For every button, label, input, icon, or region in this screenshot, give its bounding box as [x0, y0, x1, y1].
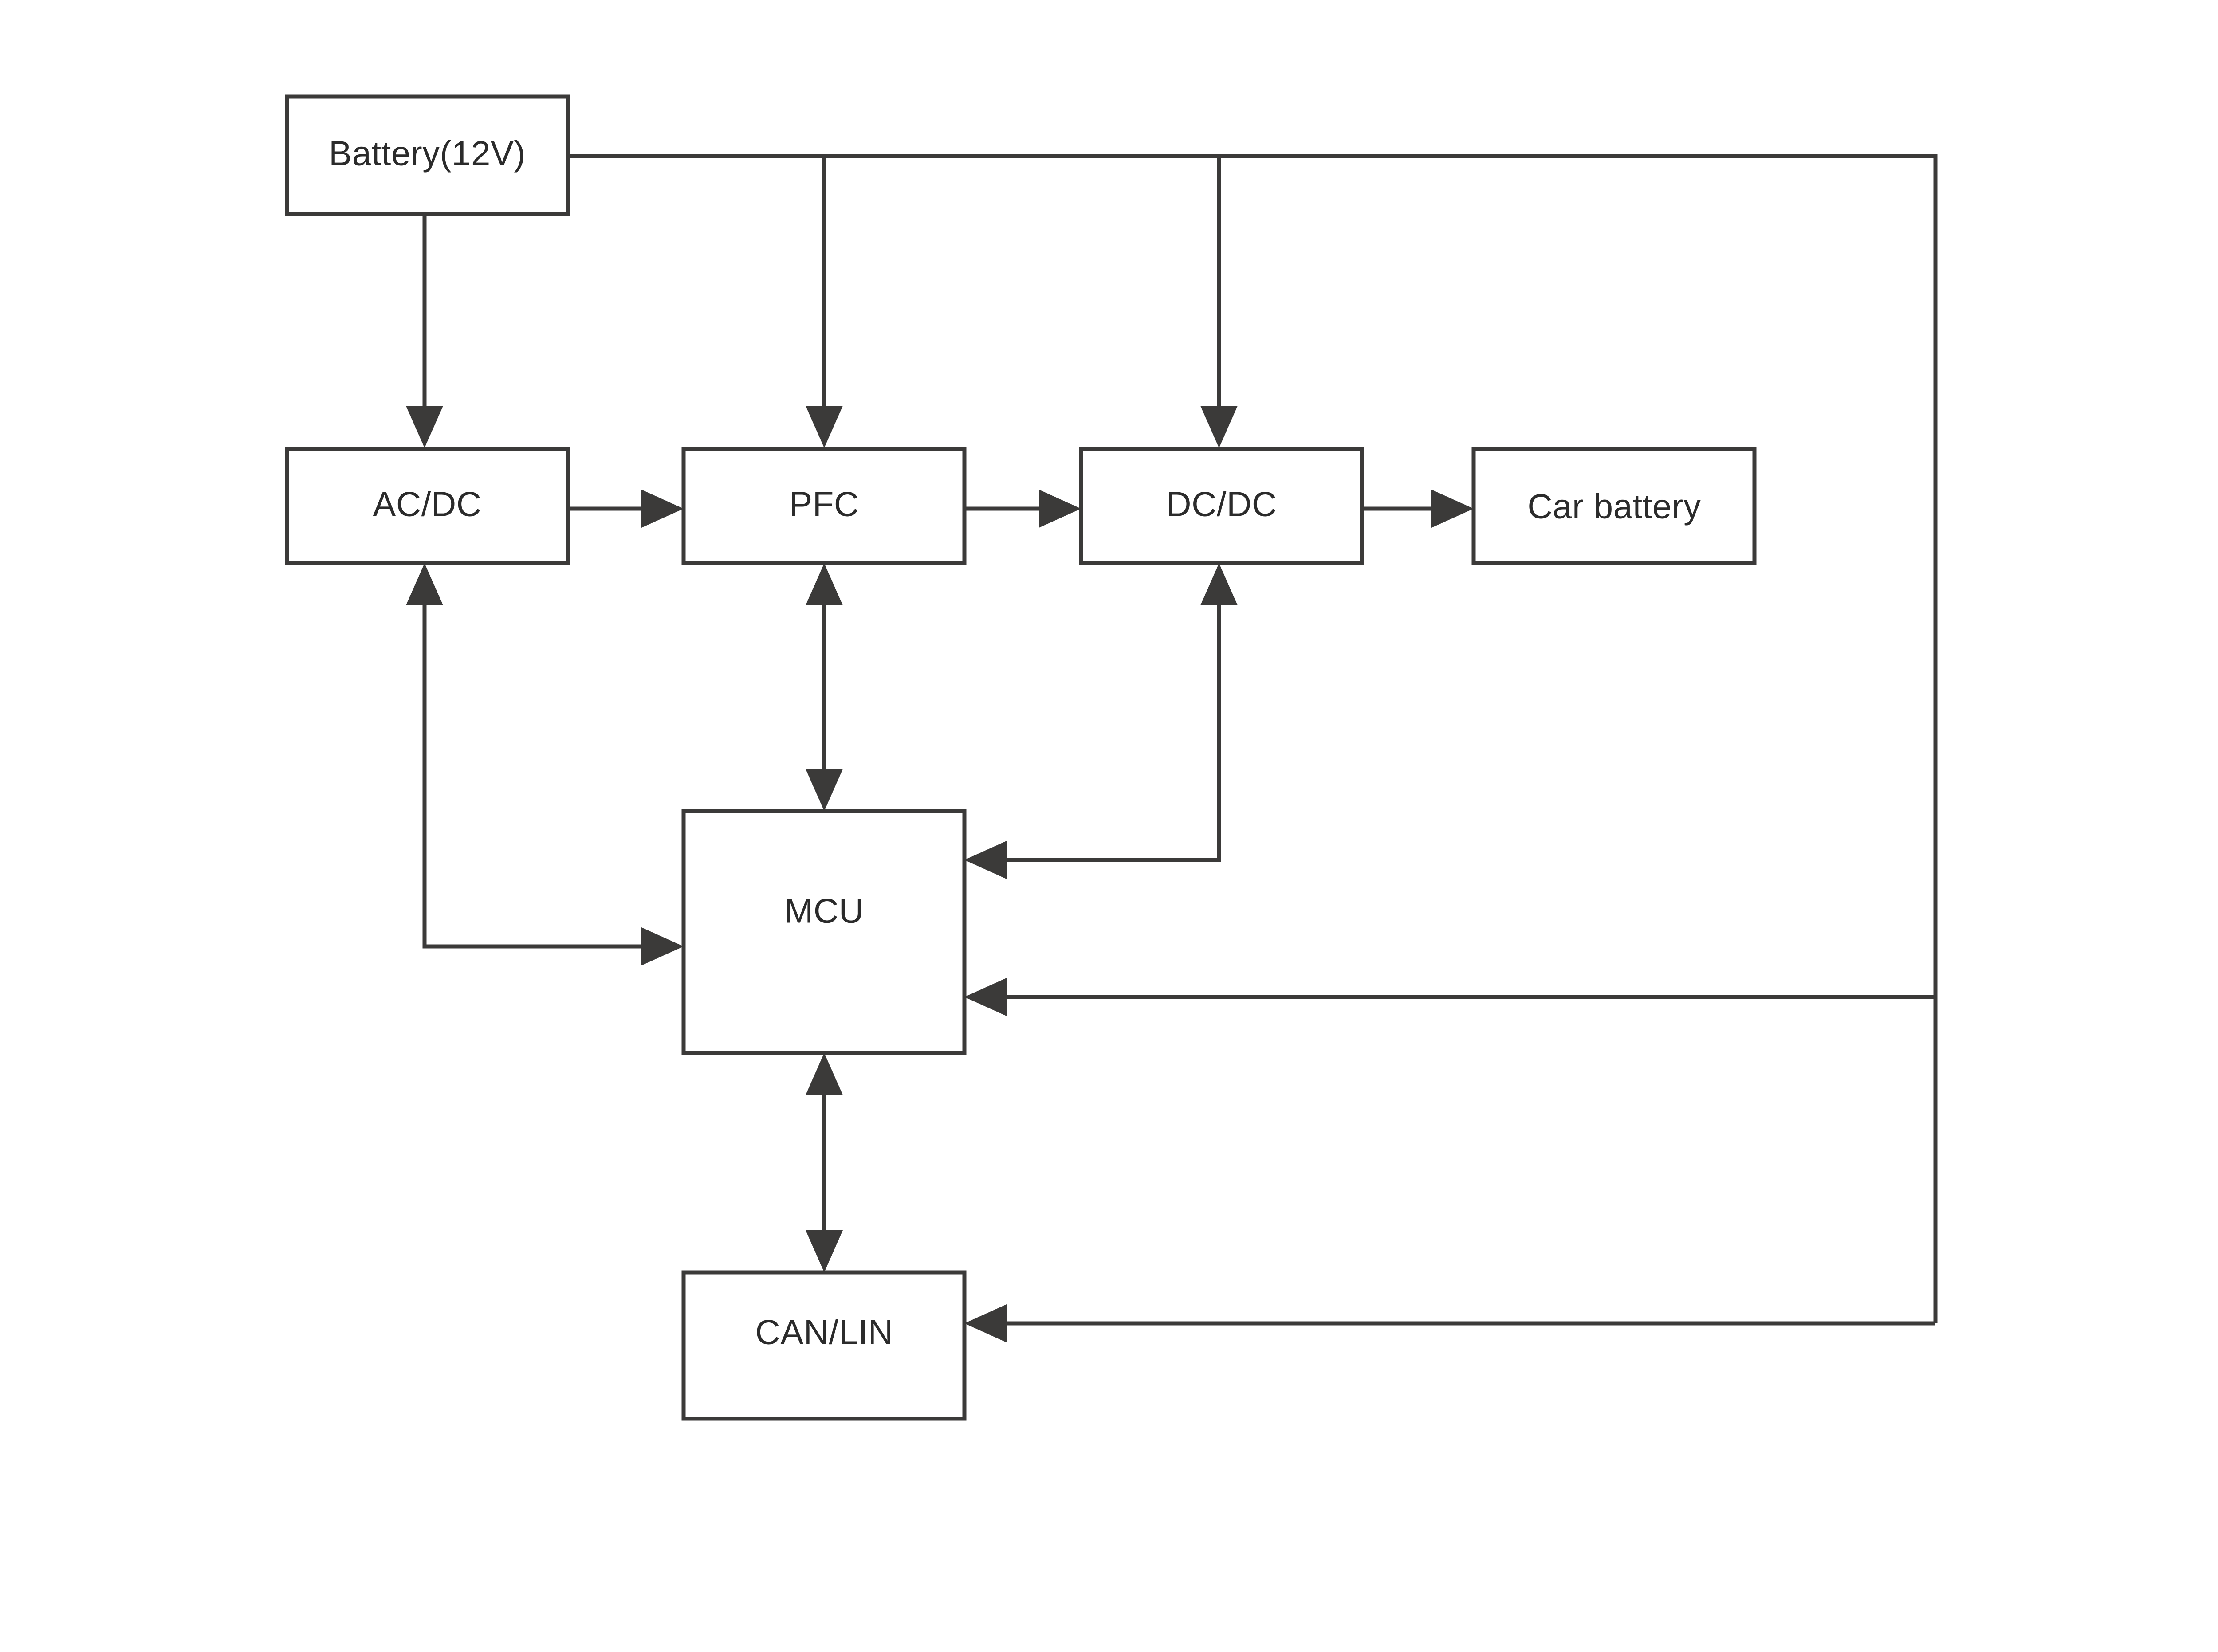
arrowhead-battery-to-pfc: [806, 406, 843, 448]
arrowhead-right-rail-to-canlin: [964, 1304, 1007, 1342]
arrowhead-mcu-to-acdc: [406, 563, 443, 605]
arrowhead-mcu-to-dcdc-up: [1200, 563, 1238, 605]
node-mcu-label: MCU: [784, 891, 864, 930]
node-mcu-box[interactable]: [681, 809, 967, 1055]
node-dcdc[interactable]: DC/DC: [1079, 447, 1364, 565]
edge-battery-bus-right-rail: [568, 154, 1938, 1323]
node-pfc-label: PFC: [789, 485, 859, 524]
arrowhead-battery-to-acdc: [406, 406, 443, 448]
arrowhead-mcu-to-pfc-up: [806, 563, 843, 605]
node-dcdc-label: DC/DC: [1166, 485, 1277, 524]
node-acdc-box[interactable]: [285, 447, 570, 565]
node-battery-box[interactable]: [285, 94, 570, 216]
node-car-battery-label: Car battery: [1527, 487, 1701, 526]
node-mcu[interactable]: MCU: [681, 809, 967, 1055]
node-canlin-label: CAN/LIN: [755, 1313, 893, 1352]
arrowhead-mcu-to-canlin-down: [806, 1230, 843, 1272]
node-canlin[interactable]: CAN/LIN: [681, 1270, 967, 1421]
arrowhead-acdc-to-pfc: [641, 490, 684, 528]
arrowhead-right-rail-to-mcu: [964, 978, 1007, 1016]
arrowhead-dcdc-to-car-battery: [1431, 490, 1474, 528]
arrowhead-dcdc-to-mcu: [964, 841, 1007, 879]
node-battery[interactable]: Battery(12V): [285, 94, 570, 216]
node-acdc-label: AC/DC: [373, 485, 481, 524]
node-pfc-box[interactable]: [681, 447, 967, 565]
node-acdc[interactable]: AC/DC: [285, 447, 570, 565]
arrowhead-elbow-to-mcu-left: [641, 927, 684, 965]
node-battery-label: Battery(12V): [329, 134, 526, 173]
node-layer: Battery(12V) AC/DC PFC DC/DC Car battery: [285, 94, 1757, 1421]
node-canlin-box[interactable]: [681, 1270, 967, 1421]
arrowhead-canlin-to-mcu-up: [806, 1053, 843, 1095]
edge-dcdc-to-mcu: [987, 585, 1221, 862]
arrowhead-battery-to-dcdc: [1200, 406, 1238, 448]
node-pfc[interactable]: PFC: [681, 447, 967, 565]
edge-mcu-to-acdc: [422, 585, 661, 949]
arrowhead-pfc-to-mcu-down: [806, 769, 843, 811]
node-car-battery-box[interactable]: [1471, 447, 1757, 565]
arrowhead-pfc-to-dcdc: [1039, 490, 1081, 528]
node-dcdc-box[interactable]: [1079, 447, 1364, 565]
edge-layer: [406, 154, 1938, 1342]
node-car-battery[interactable]: Car battery: [1471, 447, 1757, 565]
